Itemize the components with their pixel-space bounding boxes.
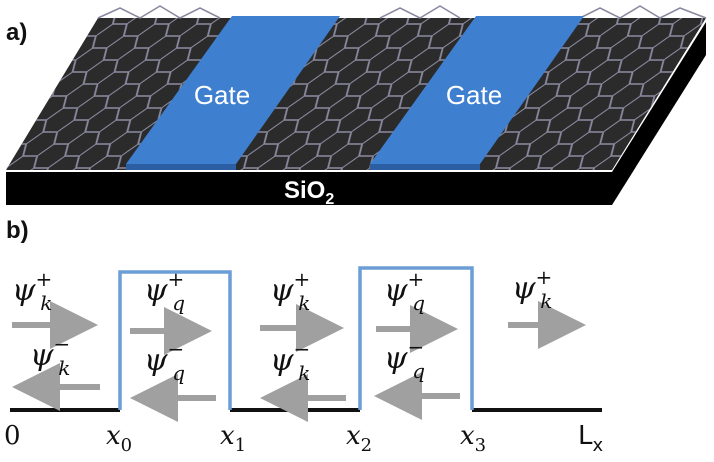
position-labels: 0 x0 x1 x2 x3 Lx <box>4 421 604 456</box>
position-label-origin: 0 <box>4 421 21 451</box>
psi-right-0: ψ+k <box>12 267 52 315</box>
psi-left-3: ψ−q <box>384 335 425 383</box>
psi-right-4: ψ+k <box>512 265 552 313</box>
graphene-lattice <box>6 18 706 170</box>
wave-labels: ψ+k ψ−k ψ+q ψ−q ψ+k ψ−k ψ+q ψ−q ψ+k <box>12 265 552 385</box>
psi-left-0: ψ−k <box>30 332 70 380</box>
position-label-x3: x3 <box>460 421 486 456</box>
position-label-lx: Lx <box>578 421 604 456</box>
psi-right-3: ψ+q <box>384 267 425 315</box>
panel-a-label: a) <box>6 19 27 46</box>
position-label-x2: x2 <box>346 421 372 456</box>
wave-arrows <box>12 301 586 422</box>
psi-left-1: ψ−q <box>144 337 185 385</box>
substrate-label: SiO2 <box>284 177 334 208</box>
psi-right-1: ψ+q <box>144 267 185 315</box>
barrier-1 <box>118 270 232 410</box>
lattice-edge <box>97 5 707 19</box>
position-label-x1: x1 <box>220 421 246 456</box>
barrier-2 <box>358 266 474 410</box>
device-illustration: Gate Gate SiO2 <box>6 5 707 208</box>
panel-b-label: b) <box>6 217 29 244</box>
substrate-front-face <box>6 172 612 205</box>
gate-1-top <box>126 16 340 164</box>
gate-2-side <box>370 164 480 170</box>
gate-1-label: Gate <box>194 80 250 110</box>
psi-right-2: ψ+k <box>270 267 310 315</box>
position-label-x0: x0 <box>106 421 132 456</box>
gate-2-label: Gate <box>446 80 502 110</box>
gate-2-top <box>370 16 584 164</box>
psi-left-2: ψ−k <box>270 337 310 385</box>
substrate-side-face <box>612 22 706 205</box>
gate-1-side <box>126 164 236 170</box>
